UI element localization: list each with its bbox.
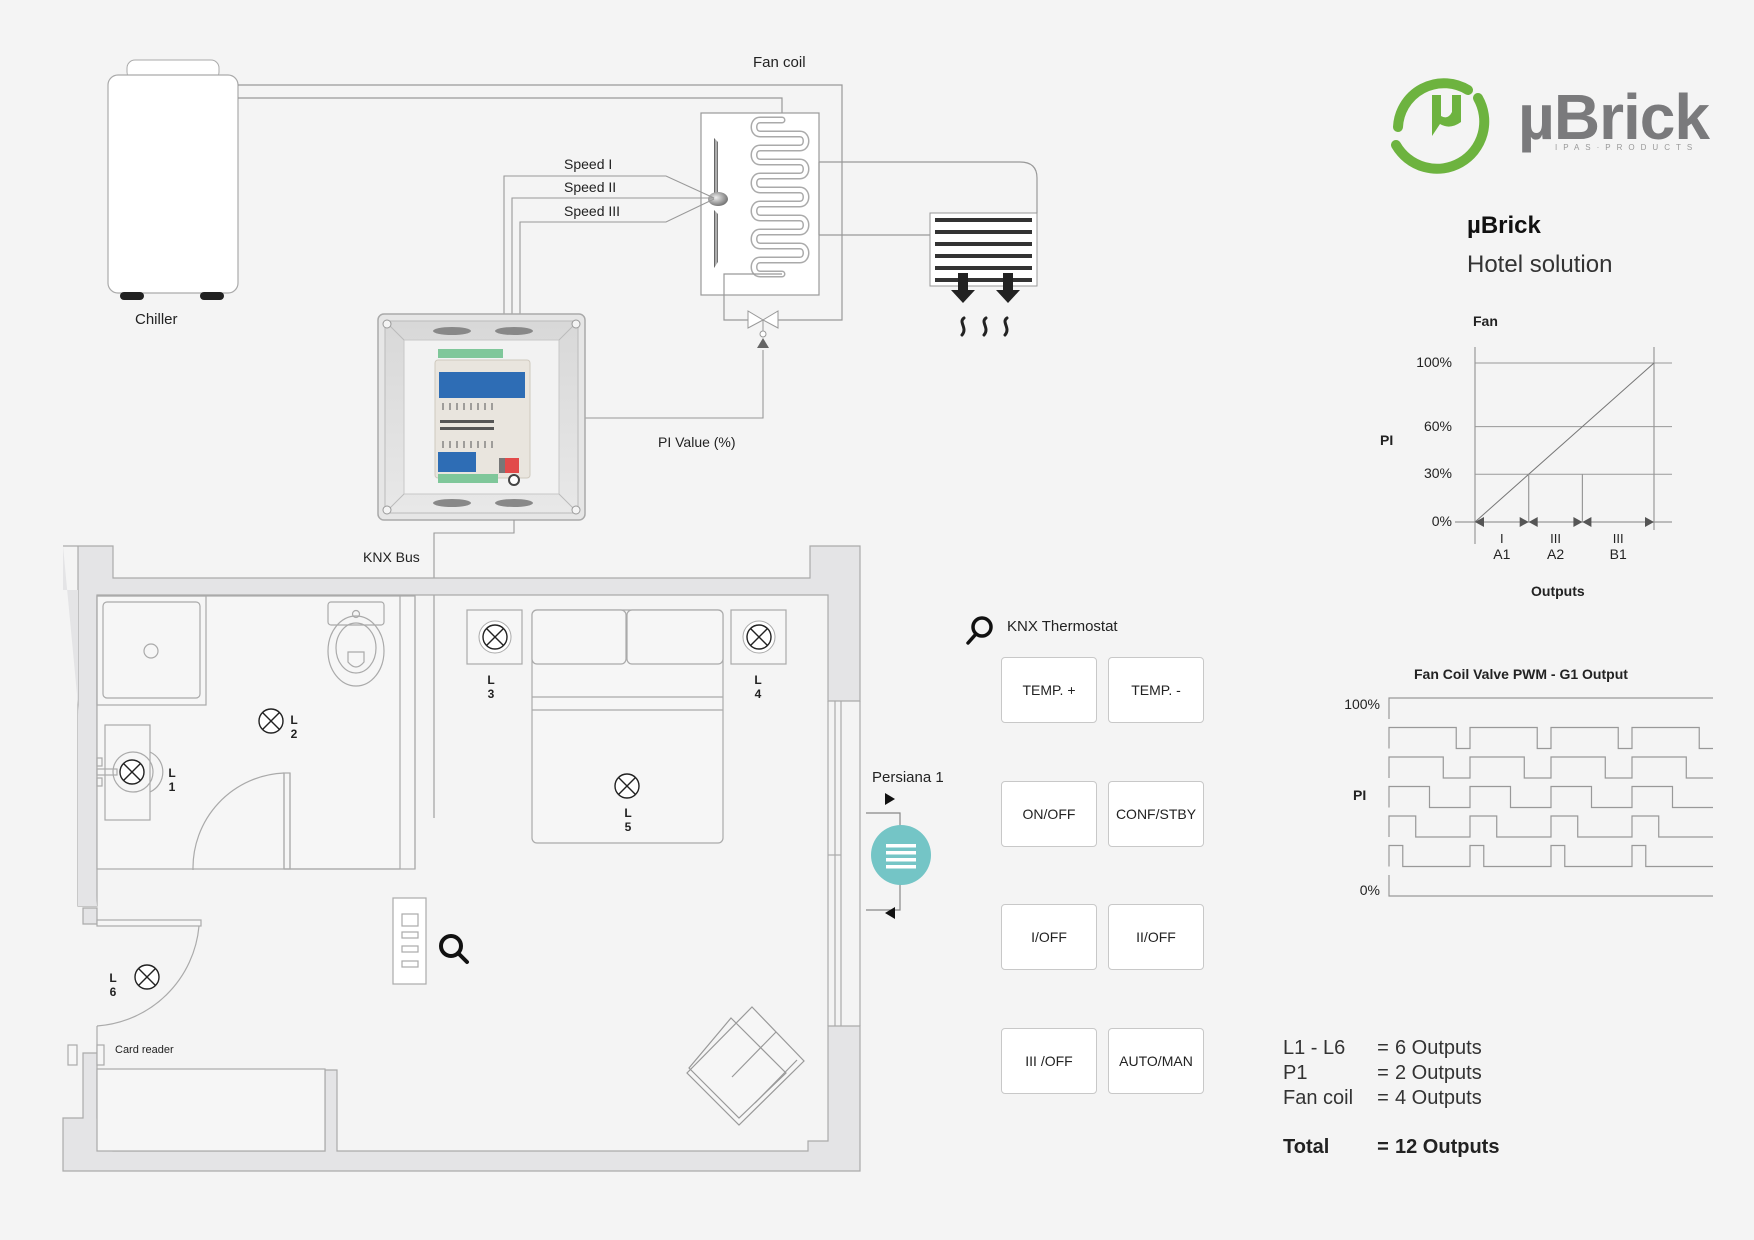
outputs-summary: L1 - L6=6 Outputs P1=2 Outputs Fan coil=… bbox=[1283, 1036, 1499, 1160]
auto-man-button[interactable]: AUTO/MAN bbox=[1108, 1028, 1204, 1094]
fan-segment-output-label: A1 bbox=[1493, 546, 1511, 562]
bed-icon bbox=[531, 609, 724, 844]
pi-value-wire bbox=[530, 350, 764, 419]
lamp-l5-icon bbox=[614, 773, 640, 799]
pi-value-label: PI Value (%) bbox=[658, 434, 736, 450]
blind-label: Persiana 1 bbox=[872, 769, 944, 786]
page-subtitle: Hotel solution bbox=[1467, 251, 1613, 278]
chiller bbox=[107, 59, 239, 300]
ubrick-logo bbox=[1391, 78, 1490, 174]
fan-chart-title: Fan bbox=[1473, 313, 1498, 329]
blind-icon bbox=[871, 825, 931, 885]
blind-down-arrow-icon bbox=[885, 907, 895, 919]
fan-segment-speed-label: III bbox=[1612, 531, 1624, 546]
zoom-thermostat-icon[interactable] bbox=[439, 934, 469, 964]
ubrick-module bbox=[434, 349, 531, 486]
temp-minus-button[interactable]: TEMP. - bbox=[1108, 657, 1204, 723]
card-reader-label: Card reader bbox=[115, 1044, 174, 1056]
fan-blade-icon bbox=[714, 138, 718, 200]
fan-y-tick-label: 60% bbox=[1423, 417, 1452, 434]
valve-icon bbox=[723, 273, 782, 348]
speed-3-off-button[interactable]: III /OFF bbox=[1001, 1028, 1097, 1094]
fan-segment-speed-label: III bbox=[1550, 531, 1561, 546]
blind-control[interactable] bbox=[871, 793, 931, 919]
airflow-arrow-icon bbox=[951, 273, 1020, 303]
lamp-l4-icon bbox=[742, 620, 776, 654]
thermostat-panel bbox=[392, 897, 427, 985]
pwm-y-tick-label: 100% bbox=[1344, 696, 1380, 712]
conf-stby-button[interactable]: CONF/STBY bbox=[1108, 781, 1204, 847]
ubrick-enclosure bbox=[377, 313, 586, 521]
summary-row: P1=2 Outputs bbox=[1283, 1062, 1482, 1084]
speed-wires bbox=[503, 175, 715, 316]
logo-wordmark: µBrick bbox=[1518, 81, 1710, 153]
fan-y-tick-label: 30% bbox=[1423, 465, 1452, 482]
knx-thermostat-title: KNX Thermostat bbox=[1007, 618, 1118, 635]
chiller-label: Chiller bbox=[135, 311, 178, 328]
summary-row: Fan coil=4 Outputs bbox=[1283, 1087, 1482, 1109]
speed-1-label: Speed I bbox=[564, 156, 613, 172]
knx-bus-wire bbox=[433, 520, 515, 818]
speed-3-label: Speed III bbox=[564, 203, 621, 219]
knx-thermostat-search-icon bbox=[966, 616, 993, 645]
logo-tagline: IPAS·PRODUCTS bbox=[1555, 143, 1699, 152]
lamps bbox=[119, 620, 776, 990]
temp-plus-button[interactable]: TEMP. + bbox=[1001, 657, 1097, 723]
lamp-l1-icon bbox=[119, 759, 145, 785]
air-wave-icon bbox=[960, 316, 1009, 337]
pwm-chart-title: Fan Coil Valve PWM - G1 Output bbox=[1414, 666, 1628, 682]
lamp-l3-icon bbox=[478, 620, 512, 654]
fan-segment-speed-label: I bbox=[1500, 531, 1504, 546]
summary-row: L1 - L6=6 Outputs bbox=[1283, 1037, 1482, 1059]
speed-2-off-button[interactable]: II/OFF bbox=[1108, 904, 1204, 970]
fan-chart-xlabel: Outputs bbox=[1531, 583, 1585, 599]
fan-segment-output-label: B1 bbox=[1609, 546, 1627, 562]
duct bbox=[818, 161, 1038, 236]
toilet-icon bbox=[327, 601, 385, 687]
lamp-l6-icon bbox=[134, 964, 160, 990]
fan-chart-ylabel: PI bbox=[1380, 432, 1394, 448]
page-title: µBrick bbox=[1467, 212, 1541, 239]
blind-up-arrow-icon bbox=[885, 793, 895, 805]
air-diffuser bbox=[929, 212, 1038, 337]
summary-total: Total=12 Outputs bbox=[1283, 1136, 1500, 1158]
fan-coil-label: Fan coil bbox=[753, 54, 806, 71]
knx-bus-label: KNX Bus bbox=[363, 549, 420, 565]
fan-y-tick-label: 0% bbox=[1431, 513, 1452, 529]
fan-segment-output-label: A2 bbox=[1546, 546, 1565, 562]
card-reader-icon bbox=[67, 1044, 105, 1066]
pwm-chart-ylabel: PI bbox=[1353, 787, 1367, 803]
floor-plan bbox=[62, 545, 901, 1172]
lamp-l2-icon bbox=[258, 708, 284, 734]
on-off-button[interactable]: ON/OFF bbox=[1001, 781, 1097, 847]
speed-2-label: Speed II bbox=[564, 179, 617, 195]
armchair-icon bbox=[686, 1006, 805, 1126]
pwm-y-tick-label: 0% bbox=[1359, 882, 1380, 898]
speed-1-off-button[interactable]: I/OFF bbox=[1001, 904, 1097, 970]
fan-y-tick-label: 100% bbox=[1416, 354, 1452, 370]
fan-coil-unit bbox=[700, 112, 820, 296]
fan-hub-icon bbox=[708, 192, 728, 206]
sink-icon bbox=[96, 724, 164, 821]
